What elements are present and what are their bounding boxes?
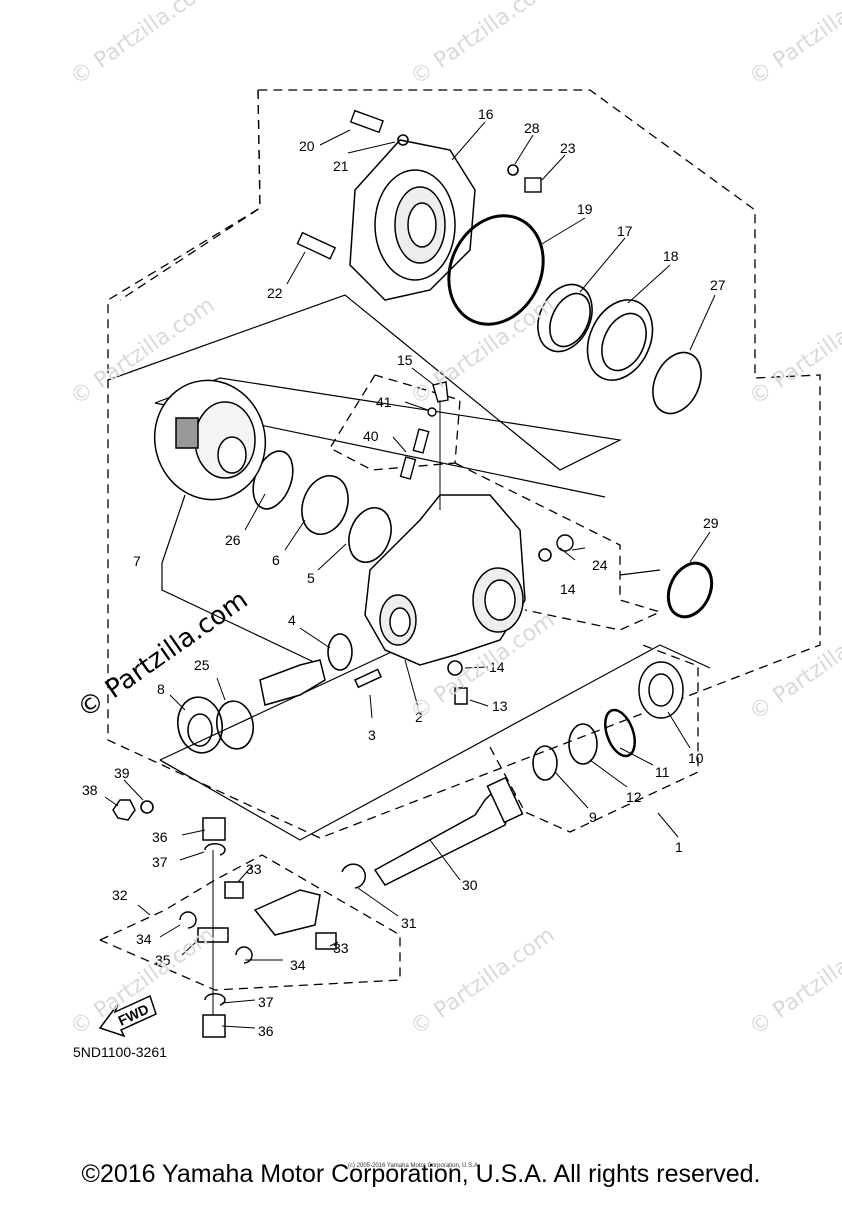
small-copyright: (c) 2005-2016 Yamaha Motor Corporation, … [348, 1163, 480, 1169]
callout-9: 9 [589, 809, 597, 825]
callout-26: 26 [225, 532, 241, 548]
callout-numbers: 1 2 3 4 5 6 7 8 9 10 11 12 13 14 14 15 1… [82, 106, 726, 1039]
callout-1: 1 [675, 839, 683, 855]
differential-case [364, 494, 526, 666]
callout-20: 20 [299, 138, 315, 154]
callout-37b: 37 [258, 994, 274, 1010]
outline-main [107, 89, 821, 839]
ring-gear [153, 379, 267, 501]
callout-36b: 36 [258, 1023, 274, 1039]
universal-joint [112, 799, 337, 1038]
drive-shaft [373, 661, 684, 886]
footer-copyright: ©2016 Yamaha Motor Corporation, U.S.A. A… [81, 1160, 761, 1188]
group-outlines [99, 89, 821, 991]
callout-28: 28 [524, 120, 540, 136]
callout-6: 6 [272, 552, 280, 568]
callout-22: 22 [267, 285, 283, 301]
callout-18: 18 [663, 248, 679, 264]
callout-14b: 14 [489, 659, 505, 675]
callout-10: 10 [688, 750, 704, 766]
callout-29: 29 [703, 515, 719, 531]
callout-32: 32 [112, 887, 128, 903]
callout-37a: 37 [152, 854, 168, 870]
callout-13: 13 [492, 698, 508, 714]
callout-16: 16 [478, 106, 494, 122]
callout-17: 17 [617, 223, 633, 239]
callout-5: 5 [307, 570, 315, 586]
diagram-code: 5ND1100-3261 [73, 1044, 167, 1060]
bolts [296, 109, 574, 552]
pins [399, 381, 449, 510]
callout-30: 30 [462, 877, 478, 893]
callout-33b: 33 [333, 940, 349, 956]
pinion-gear [259, 659, 468, 706]
callout-33a: 33 [246, 861, 262, 877]
callout-leaders [104, 121, 716, 1029]
callout-34a: 34 [136, 931, 152, 947]
outline-group-32 [99, 854, 401, 991]
callout-3: 3 [368, 727, 376, 743]
gear-case-cover [349, 139, 476, 301]
callout-21: 21 [333, 158, 349, 174]
rings-seals [140, 134, 714, 814]
callout-34b: 34 [290, 957, 306, 973]
callout-35: 35 [155, 952, 171, 968]
callout-41: 41 [376, 394, 392, 410]
callout-23: 23 [560, 140, 576, 156]
callout-39: 39 [114, 765, 130, 781]
callout-7: 7 [133, 553, 141, 569]
callout-11: 11 [655, 764, 670, 780]
outline-top-cover [119, 89, 261, 301]
outline-case-group [454, 462, 662, 631]
callout-31: 31 [401, 915, 417, 931]
callout-25: 25 [194, 657, 210, 673]
callout-38: 38 [82, 782, 98, 798]
callout-40: 40 [363, 428, 379, 444]
circlips [179, 843, 367, 1006]
callout-2: 2 [415, 709, 423, 725]
outline-group-1 [489, 643, 699, 833]
callout-24: 24 [592, 557, 608, 573]
callout-14a: 14 [560, 581, 576, 597]
callout-27: 27 [710, 277, 726, 293]
callout-4: 4 [288, 612, 296, 628]
callout-36a: 36 [152, 829, 168, 845]
callout-12: 12 [626, 789, 642, 805]
callout-8: 8 [157, 681, 165, 697]
callout-19: 19 [577, 201, 593, 217]
callout-15: 15 [397, 352, 413, 368]
